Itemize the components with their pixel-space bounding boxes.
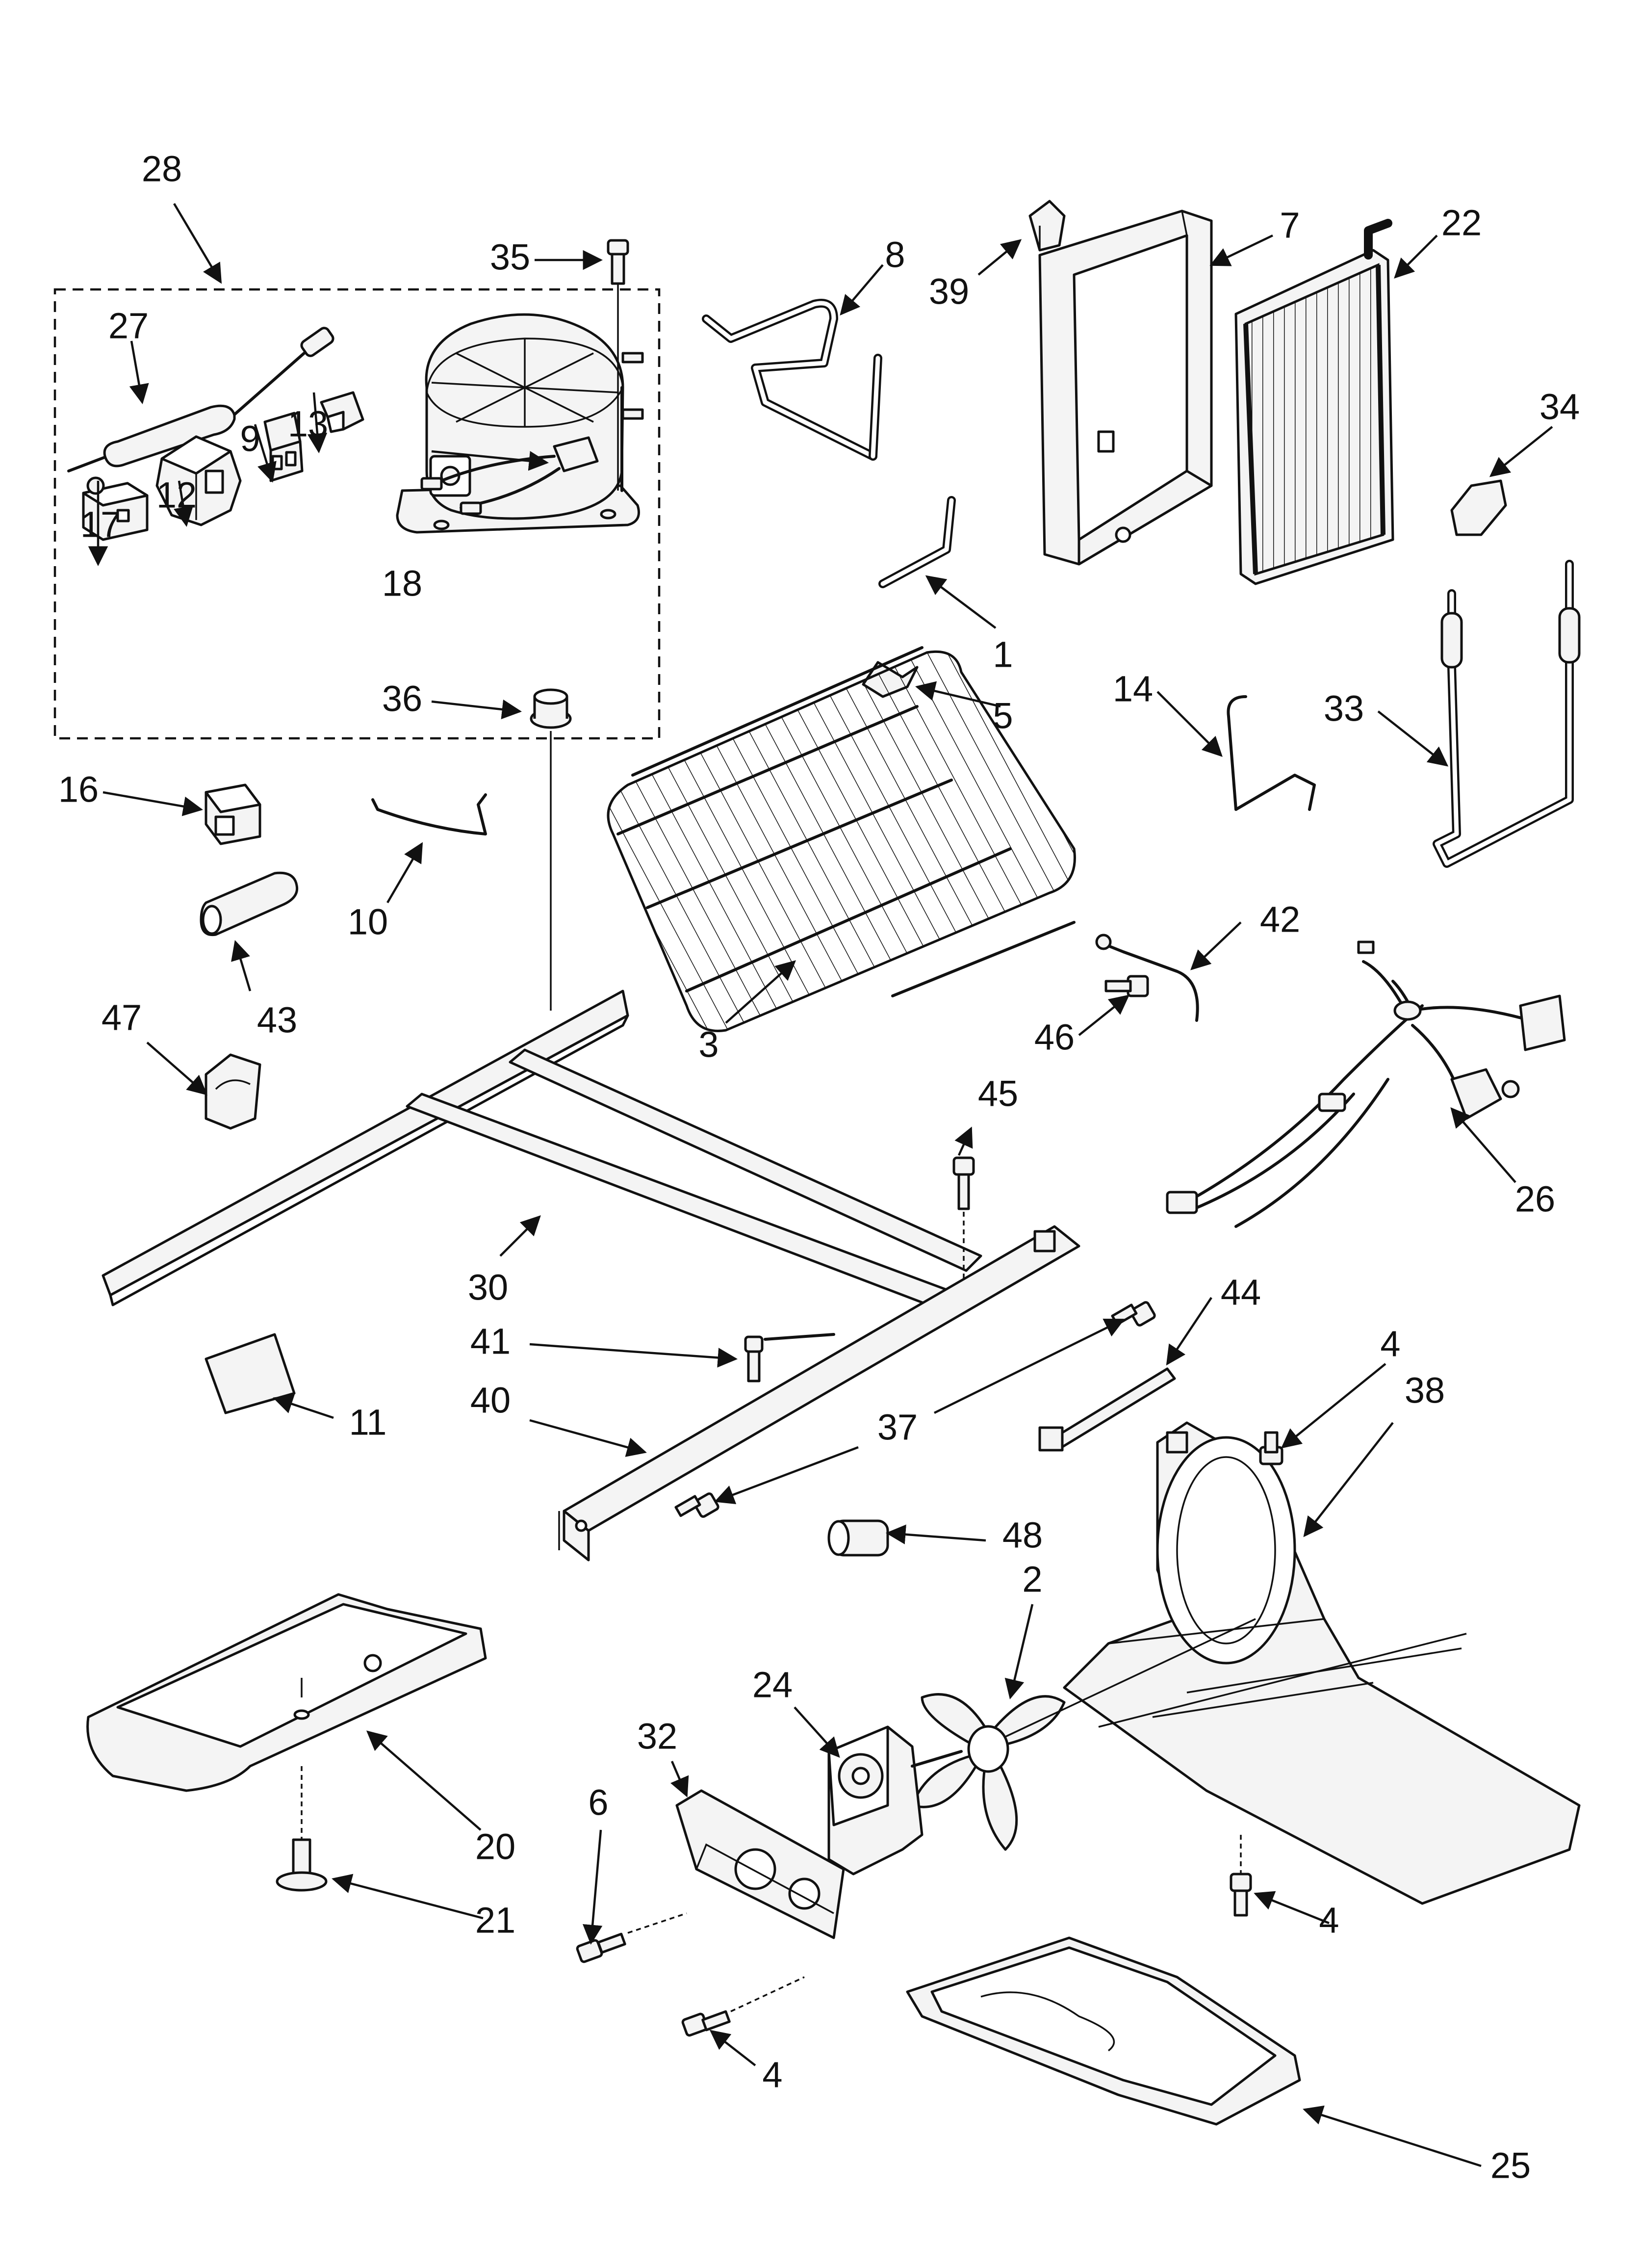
relay-part-9 <box>263 412 304 482</box>
screw-part-46 <box>1104 975 1149 997</box>
label-14: 14 <box>1113 669 1153 709</box>
label-27: 27 <box>108 306 149 346</box>
label-33: 33 <box>1324 688 1364 729</box>
label-13: 13 <box>288 404 328 444</box>
tube-assembly-part-33 <box>1433 560 1581 868</box>
label-37: 37 <box>877 1407 918 1448</box>
screw-part-41 <box>744 1335 764 1382</box>
label-43: 43 <box>257 1000 297 1041</box>
assembly-28-boundary <box>53 288 661 740</box>
label-28: 28 <box>142 149 182 189</box>
bracket-part-40 <box>558 1225 1080 1562</box>
cover-part-13 <box>320 391 364 433</box>
sleeve-part-43 <box>200 871 299 937</box>
leveling-foot-part-21 <box>276 1838 328 1892</box>
frame-rails-part-30 <box>102 990 982 1341</box>
tube-part-1 <box>878 496 956 588</box>
label-1: 1 <box>993 634 1013 675</box>
label-24: 24 <box>752 1665 793 1705</box>
label-3: 3 <box>698 1024 718 1065</box>
label-17: 17 <box>80 504 121 545</box>
label-39: 39 <box>929 271 969 312</box>
overload-part-17 <box>82 476 149 541</box>
bracket-part-47 <box>205 1053 261 1130</box>
label-25: 25 <box>1490 2145 1531 2186</box>
drain-tray-part-25 <box>906 1936 1301 2126</box>
label-5: 5 <box>993 696 1013 736</box>
label-35: 35 <box>490 237 530 278</box>
label-32: 32 <box>637 1716 677 1757</box>
fan-blade-part-2 <box>911 1618 1256 1851</box>
label-26: 26 <box>1515 1179 1555 1220</box>
label-45: 45 <box>978 1073 1018 1114</box>
screw-part-45 <box>952 1156 975 1295</box>
label-36: 36 <box>382 678 422 719</box>
label-38: 38 <box>1405 1370 1445 1411</box>
screw-part-4-top <box>1259 1431 1283 1465</box>
label-9: 9 <box>240 418 260 459</box>
label-41: 41 <box>470 1321 511 1362</box>
screw-part-35 <box>607 239 629 491</box>
label-46: 46 <box>1034 1017 1075 1058</box>
label-2: 2 <box>1022 1559 1042 1600</box>
condenser-shroud-part-7 <box>1038 209 1213 566</box>
label-8: 8 <box>885 235 905 275</box>
wire-clip-part-10 <box>371 793 487 835</box>
label-40: 40 <box>470 1380 511 1421</box>
leader-lines <box>88 203 1553 2167</box>
cover-plate-part-20 <box>86 1593 487 1845</box>
clip-part-34 <box>1450 479 1507 536</box>
clip-part-39 <box>1028 200 1066 252</box>
part-16 <box>205 783 261 845</box>
label-44: 44 <box>1221 1272 1261 1313</box>
label-20: 20 <box>475 1826 515 1867</box>
label-16: 16 <box>58 769 99 810</box>
tube-part-8 <box>702 299 882 461</box>
label-7: 7 <box>1280 205 1300 246</box>
label-4-right: 4 <box>1319 1900 1339 1941</box>
screw-part-4-bottom-right <box>1230 1835 1252 1917</box>
screw-part-4-bottom-left <box>681 1976 805 2037</box>
label-4-top: 4 <box>1380 1324 1400 1364</box>
label-22: 22 <box>1441 203 1482 243</box>
label-10: 10 <box>348 902 388 942</box>
cable-tie-part-44 <box>1038 1367 1176 1452</box>
fan-motor-part-24 <box>827 1725 963 1876</box>
plug-part-48 <box>827 1519 889 1557</box>
label-48: 48 <box>1002 1515 1043 1556</box>
pad-part-11 <box>205 1333 296 1414</box>
label-4-bottom: 4 <box>762 2055 782 2095</box>
filter-drier-part-27 <box>67 327 334 472</box>
bracket-part-42 <box>1095 934 1199 1022</box>
label-47: 47 <box>102 997 142 1038</box>
label-12: 12 <box>156 475 197 516</box>
label-6: 6 <box>588 1782 608 1823</box>
label-11: 11 <box>349 1402 387 1443</box>
label-34: 34 <box>1539 387 1580 427</box>
grommet-part-36 <box>530 688 572 1011</box>
evaporator-coil-part-3 <box>607 646 1076 1032</box>
compressor <box>396 313 644 534</box>
part-number-labels: 28 35 27 9 13 12 17 18 36 8 39 7 22 34 1… <box>58 149 1580 2186</box>
wire-part-14 <box>1227 695 1316 811</box>
label-30: 30 <box>468 1267 508 1308</box>
condenser-part-22 <box>1234 219 1394 585</box>
start-device-part-12 <box>155 435 242 526</box>
label-18: 18 <box>382 563 422 604</box>
label-21: 21 <box>475 1900 515 1941</box>
motor-bracket-part-32 <box>675 1789 845 1939</box>
label-42: 42 <box>1260 899 1300 940</box>
power-harness-part-26 <box>1166 940 1566 1228</box>
fan-housing-part-38 <box>1063 1421 1581 1905</box>
